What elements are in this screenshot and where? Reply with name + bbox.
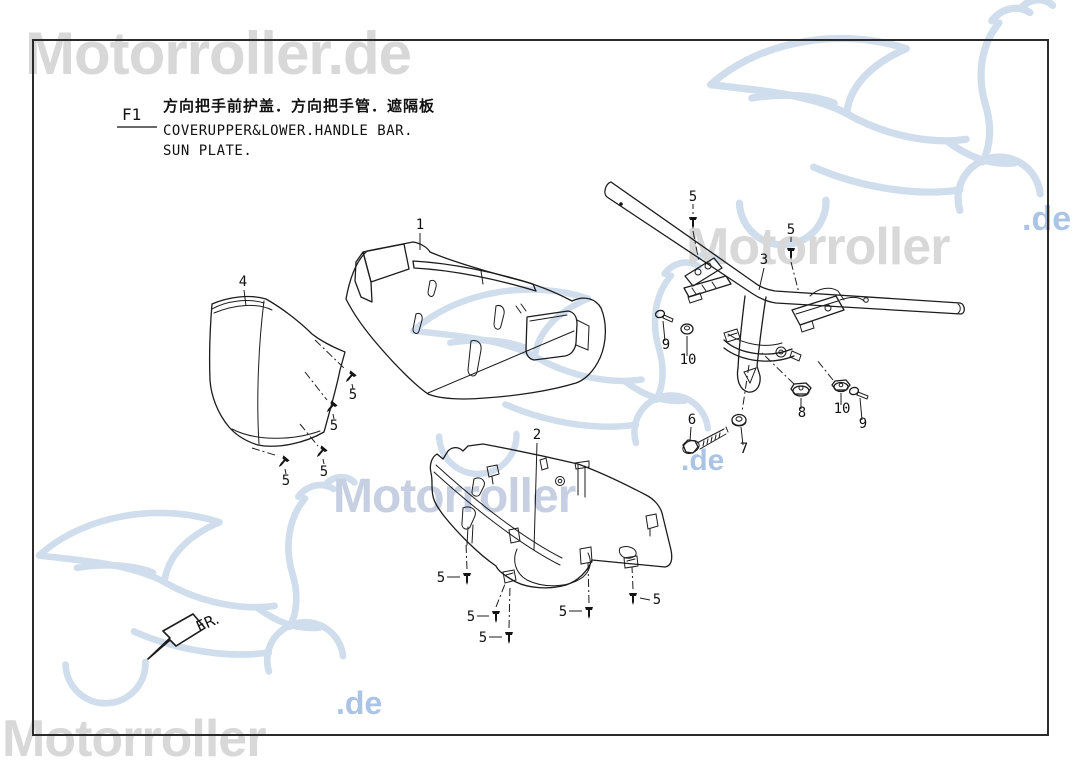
washer-glyph [731,413,747,427]
callout-5: 5 [282,473,290,489]
exploded-diagram: 1 2 3 4 5 5 9 10 8 10 9 6 7 5 5 5 5 5 5 … [147,181,965,660]
scooter-watermark-icon [39,477,354,703]
scooter-watermark-icon [413,255,718,474]
front-arrow-icon [147,613,206,660]
part-2-lower-cover [429,443,673,589]
scooter-watermark-icon [711,0,1053,245]
callout-5: 5 [349,387,357,403]
leader-lines [243,204,863,638]
callout-7: 7 [740,441,748,457]
callout-10: 10 [834,401,851,417]
part-4-sun-plate [208,295,346,447]
bolt-glyph [682,426,729,455]
callout-5: 5 [653,592,661,608]
washer-glyph [680,323,694,335]
callout-2: 2 [533,427,541,443]
nut-glyph [831,379,851,393]
watermark-text-middle: Motorroller [333,470,576,523]
watermark-suffix-bottom: .de [336,685,382,721]
callout-5: 5 [479,630,487,646]
callout-5: 5 [689,189,697,205]
callout-9: 9 [859,416,867,432]
figure-code: F1 [122,105,141,124]
drawing-frame [32,39,1049,736]
callout-4: 4 [239,274,247,290]
callout-6: 6 [688,412,696,428]
callout-5: 5 [330,418,338,434]
screw-glyph [848,386,869,400]
title-english-line1: COVERUPPER&LOWER.HANDLE BAR. [163,123,413,139]
callout-5: 5 [437,570,445,586]
callout-5: 5 [467,609,475,625]
title-english-line2: SUN PLATE. [163,143,252,159]
fastener-glyphs [278,217,869,644]
part-3-handlebar [604,181,965,393]
watermark-text-bottom: Motorroller [2,710,266,768]
watermark-text-right: Motorroller [686,218,950,276]
watermark-suffix-middle: .de [681,444,724,477]
title-block: F1 方向把手前护盖．方向把手管．遮隔板 COVERUPPER&LOWER.HA… [117,97,435,159]
callout-10: 10 [680,352,697,368]
part-1-upper-cover [345,241,607,400]
callout-1: 1 [416,217,424,233]
watermark-text-top: Motorroller.de [25,20,411,87]
screw-glyph [654,309,674,323]
callout-9: 9 [662,337,670,353]
watermark-suffix-right: .de [1022,200,1071,238]
callout-8: 8 [798,405,806,421]
callout-5: 5 [320,464,328,480]
callout-5: 5 [559,604,567,620]
title-chinese: 方向把手前护盖．方向把手管．遮隔板 [163,97,435,115]
callout-5: 5 [787,222,795,238]
callout-3: 3 [760,252,768,268]
callout-labels: 1 2 3 4 5 5 9 10 8 10 9 6 7 5 5 5 5 5 5 … [239,189,867,646]
nut-glyph [790,382,812,397]
